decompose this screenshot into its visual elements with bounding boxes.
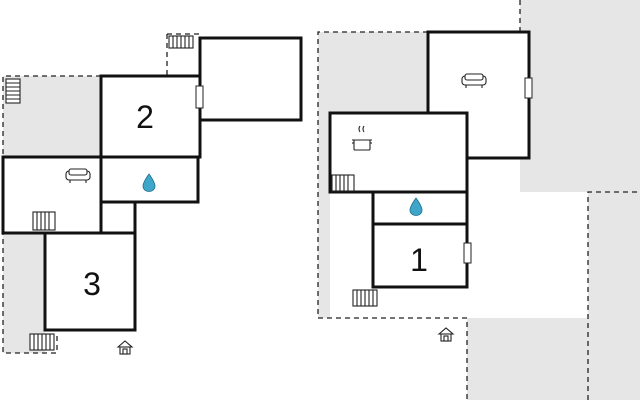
entrance-house-icon [116, 340, 134, 355]
room-3-box [43, 231, 137, 332]
cooking-pot-icon [352, 125, 372, 151]
stairs-icon [29, 333, 55, 351]
terrace-right [588, 192, 640, 400]
room-top-right-left [198, 36, 303, 122]
stairs-icon [5, 78, 21, 104]
sofa-icon [65, 168, 91, 183]
stairs-icon [168, 35, 194, 49]
water-drop-icon [142, 173, 156, 192]
room-label-3: 3 [83, 266, 101, 302]
sofa-icon [461, 73, 487, 88]
terrace-bottom [467, 318, 588, 400]
room-label-2: 2 [136, 99, 154, 135]
room-hall-left [99, 200, 137, 235]
terrace-left-unit-right [318, 32, 428, 318]
entrance-house-icon [437, 327, 455, 342]
left-building [1, 36, 303, 332]
door-mark-right-top [524, 77, 533, 99]
door-mark-left [195, 85, 204, 109]
terrace-top-right [520, 0, 640, 192]
terrace-areas [3, 0, 640, 400]
room-1-box [371, 222, 469, 289]
door-mark-right-bottom [463, 242, 472, 264]
stairs-icon [352, 289, 378, 307]
terrace-left-building-bottom [3, 233, 45, 353]
stairs-icon [331, 174, 355, 192]
water-drop-icon [409, 197, 423, 216]
stairs-icon [32, 211, 56, 231]
room-label-1: 1 [410, 242, 428, 278]
lot-line-right [317, 0, 640, 400]
